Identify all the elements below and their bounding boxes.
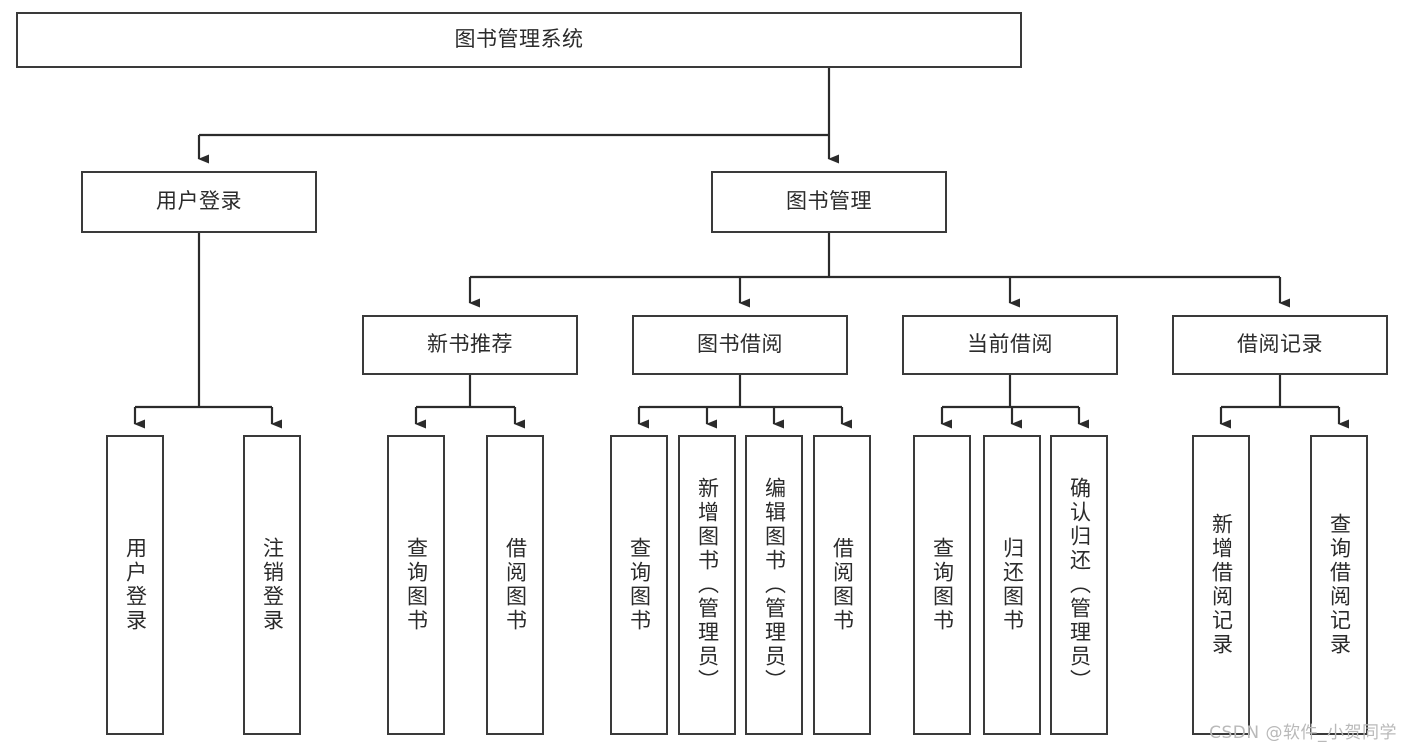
node-user-login[interactable]: 用户登录 <box>81 171 317 233</box>
node-leaf-query-book-3-label: 查询图书 <box>930 537 955 633</box>
node-leaf-query-record-label: 查询借阅记录 <box>1327 513 1352 657</box>
node-borrow-record[interactable]: 借阅记录 <box>1172 315 1388 375</box>
node-leaf-user-login[interactable]: 用户登录 <box>106 435 164 735</box>
node-leaf-return-book[interactable]: 归还图书 <box>983 435 1041 735</box>
node-leaf-confirm-return-label: 确认归还（管理员） <box>1067 477 1092 693</box>
node-current-borrow-label: 当前借阅 <box>967 332 1053 357</box>
node-leaf-borrow-book-2[interactable]: 借阅图书 <box>813 435 871 735</box>
node-leaf-query-record[interactable]: 查询借阅记录 <box>1310 435 1368 735</box>
node-leaf-add-book-label: 新增图书（管理员） <box>695 477 720 693</box>
node-book-manage-label: 图书管理 <box>786 189 872 214</box>
node-leaf-logout[interactable]: 注销登录 <box>243 435 301 735</box>
node-root-label: 图书管理系统 <box>454 27 584 52</box>
node-leaf-query-book-1[interactable]: 查询图书 <box>387 435 445 735</box>
watermark-text: CSDN @软件_小贺同学 <box>1209 723 1397 743</box>
node-book-borrow[interactable]: 图书借阅 <box>632 315 848 375</box>
connector-layer <box>133 68 1349 429</box>
node-borrow-record-label: 借阅记录 <box>1237 332 1323 357</box>
node-leaf-query-book-2-label: 查询图书 <box>627 537 652 633</box>
node-current-borrow[interactable]: 当前借阅 <box>902 315 1118 375</box>
node-leaf-borrow-book-2-label: 借阅图书 <box>830 537 855 633</box>
node-leaf-query-book-3[interactable]: 查询图书 <box>913 435 971 735</box>
node-root[interactable]: 图书管理系统 <box>16 12 1022 68</box>
node-leaf-confirm-return[interactable]: 确认归还（管理员） <box>1050 435 1108 735</box>
node-book-manage[interactable]: 图书管理 <box>711 171 947 233</box>
node-leaf-query-book-2[interactable]: 查询图书 <box>610 435 668 735</box>
node-new-book-recommend[interactable]: 新书推荐 <box>362 315 578 375</box>
node-leaf-user-login-label: 用户登录 <box>123 537 148 633</box>
node-user-login-label: 用户登录 <box>156 189 242 214</box>
node-leaf-add-book[interactable]: 新增图书（管理员） <box>678 435 736 735</box>
node-leaf-logout-label: 注销登录 <box>260 537 285 633</box>
node-leaf-borrow-book-1[interactable]: 借阅图书 <box>486 435 544 735</box>
node-leaf-add-record[interactable]: 新增借阅记录 <box>1192 435 1250 735</box>
node-leaf-query-book-1-label: 查询图书 <box>404 537 429 633</box>
node-new-book-recommend-label: 新书推荐 <box>427 332 513 357</box>
node-leaf-add-record-label: 新增借阅记录 <box>1209 513 1234 657</box>
node-leaf-edit-book-label: 编辑图书（管理员） <box>762 477 787 693</box>
node-leaf-borrow-book-1-label: 借阅图书 <box>503 537 528 633</box>
node-leaf-edit-book[interactable]: 编辑图书（管理员） <box>745 435 803 735</box>
node-leaf-return-book-label: 归还图书 <box>1000 537 1025 633</box>
node-book-borrow-label: 图书借阅 <box>697 332 783 357</box>
